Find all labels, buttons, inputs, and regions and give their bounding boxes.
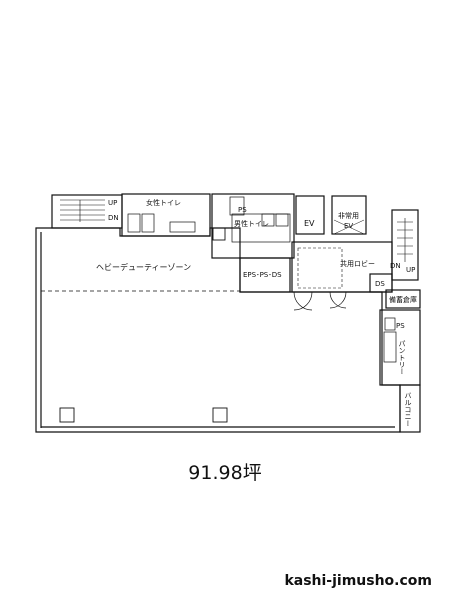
label-ds: DS	[375, 280, 385, 288]
label-dn-right: DN	[390, 262, 401, 270]
wc-booth-1	[127, 213, 141, 233]
lobby-door-3	[329, 291, 347, 309]
right-stair-steps	[397, 218, 413, 262]
lobby-door-1	[293, 291, 313, 311]
wc-booth-3	[169, 221, 196, 233]
left-stair-steps	[60, 199, 105, 222]
column-2	[212, 407, 228, 423]
label-balcony: バルコニー	[404, 392, 412, 427]
ev1-shaft	[295, 195, 325, 235]
label-heavy-duty: ヘビーデューティーゾーン	[96, 262, 191, 272]
label-womens-toilet: 女性トイレ	[146, 198, 181, 207]
ds-room	[369, 273, 393, 293]
lobby-door-4	[329, 291, 347, 309]
right-stair-enclosure	[391, 209, 419, 281]
label-ps-lower: PS	[396, 322, 405, 330]
lobby-inner	[297, 247, 343, 289]
ev2-x	[333, 219, 365, 235]
storage-room	[385, 289, 421, 309]
label-shared-lobby: 共用ロビー	[340, 259, 375, 268]
label-dn-left: DN	[108, 214, 119, 222]
ps-lower-room	[384, 317, 396, 331]
ev2-shaft	[331, 195, 367, 235]
mens-toilet-room	[231, 213, 291, 243]
column-toilet	[212, 227, 226, 241]
wc-booth-2	[141, 213, 155, 233]
label-mens-toilet: 男性トイレ	[234, 219, 269, 228]
site-url-label: kashi-jimusho.com	[284, 573, 432, 589]
column-1	[59, 407, 75, 423]
label-ps-upper: PS	[238, 206, 247, 214]
mens-booth-1	[261, 213, 275, 227]
ps-upper-room	[229, 196, 245, 216]
label-emergency-ev-1: 非常用	[338, 211, 359, 220]
balcony-area	[399, 384, 421, 433]
label-storage: 備蓄倉庫	[389, 295, 417, 304]
mens-booth-2	[275, 213, 289, 227]
lobby-door-2	[293, 291, 313, 311]
label-eps-ps-ds: EPS･PS･DS	[243, 271, 282, 279]
pantry-sink	[383, 331, 397, 363]
eps-ps-ds-room	[239, 257, 291, 293]
womens-toilet-room	[121, 193, 211, 237]
floor-plan: UP DN 女性トイレ PS 男性トイレ EV 非常用 EV ヘビーデューティー…	[35, 193, 421, 433]
label-up-right: UP	[406, 266, 415, 274]
label-emergency-ev-2: EV	[344, 222, 353, 230]
label-pantry: パントリー	[398, 340, 406, 375]
label-up-left: UP	[108, 199, 117, 207]
label-ev1: EV	[304, 219, 315, 228]
office-outline	[35, 227, 401, 433]
floor-area-label: 91.98坪	[188, 462, 262, 484]
